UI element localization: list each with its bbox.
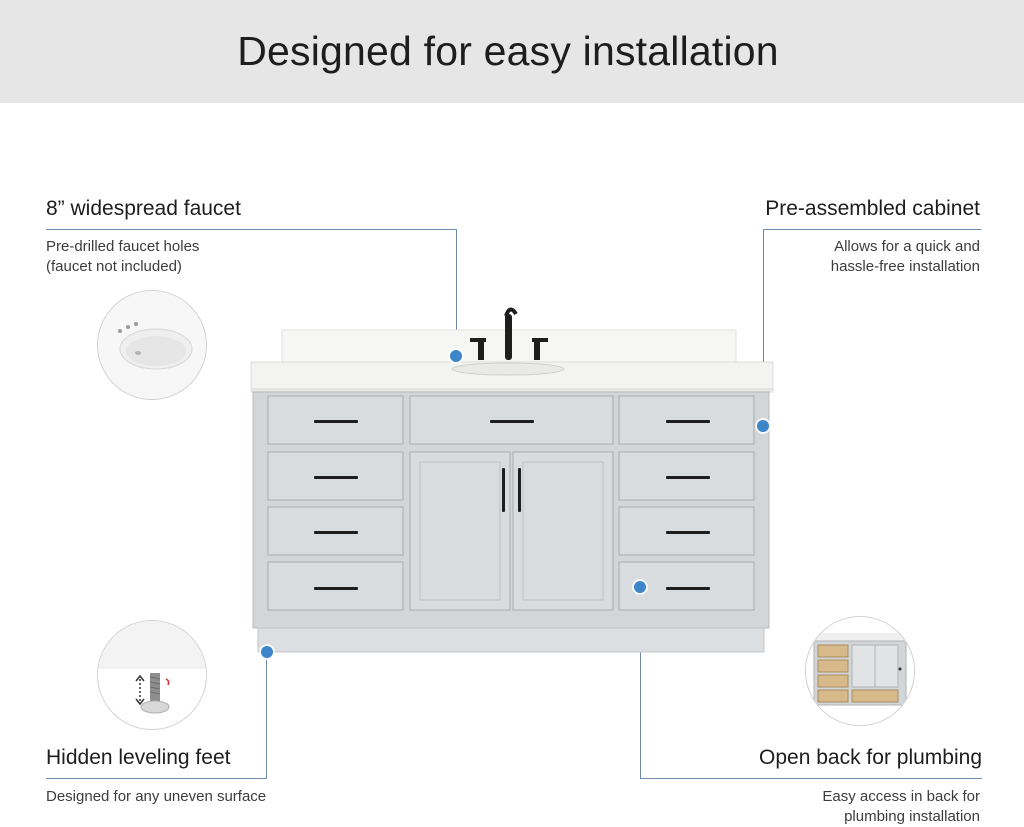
- open-back-icon: [805, 616, 915, 726]
- sink-detail-icon: [97, 290, 207, 400]
- page-title: Designed for easy installation: [237, 28, 779, 74]
- cabinet-callout-desc: Allows for a quick and hassle-free insta…: [830, 238, 980, 275]
- leveling-foot-icon: [97, 620, 207, 730]
- back-callout-desc: Easy access in back for plumbing install…: [822, 788, 980, 825]
- faucet-leader-horizontal: [46, 229, 456, 230]
- feet-marker-dot: [261, 646, 273, 658]
- faucet-leader-vertical: [456, 229, 457, 355]
- back-leader-horizontal: [640, 778, 982, 779]
- back-callout-title: Open back for plumbing: [759, 746, 982, 769]
- back-marker-dot: [634, 581, 646, 593]
- feet-leader-horizontal: [46, 778, 266, 779]
- vanity-illustration: [250, 307, 774, 653]
- back-leader-vertical: [640, 587, 641, 778]
- faucet-callout-desc: Pre-drilled faucet holes (faucet not inc…: [46, 238, 200, 275]
- feet-callout-desc: Designed for any uneven surface: [46, 788, 267, 805]
- cabinet-leader-vertical: [763, 229, 764, 425]
- title-banner: [0, 0, 1024, 103]
- cabinet-marker-dot: [757, 420, 769, 432]
- feet-leader-vertical: [266, 652, 267, 779]
- cabinet-leader-horizontal: [763, 229, 981, 230]
- cabinet-callout-title: Pre-assembled cabinet: [765, 197, 980, 220]
- faucet-callout-title: 8” widespread faucet: [46, 197, 241, 220]
- feet-callout-title: Hidden leveling feet: [46, 746, 231, 769]
- faucet-marker-dot: [450, 350, 462, 362]
